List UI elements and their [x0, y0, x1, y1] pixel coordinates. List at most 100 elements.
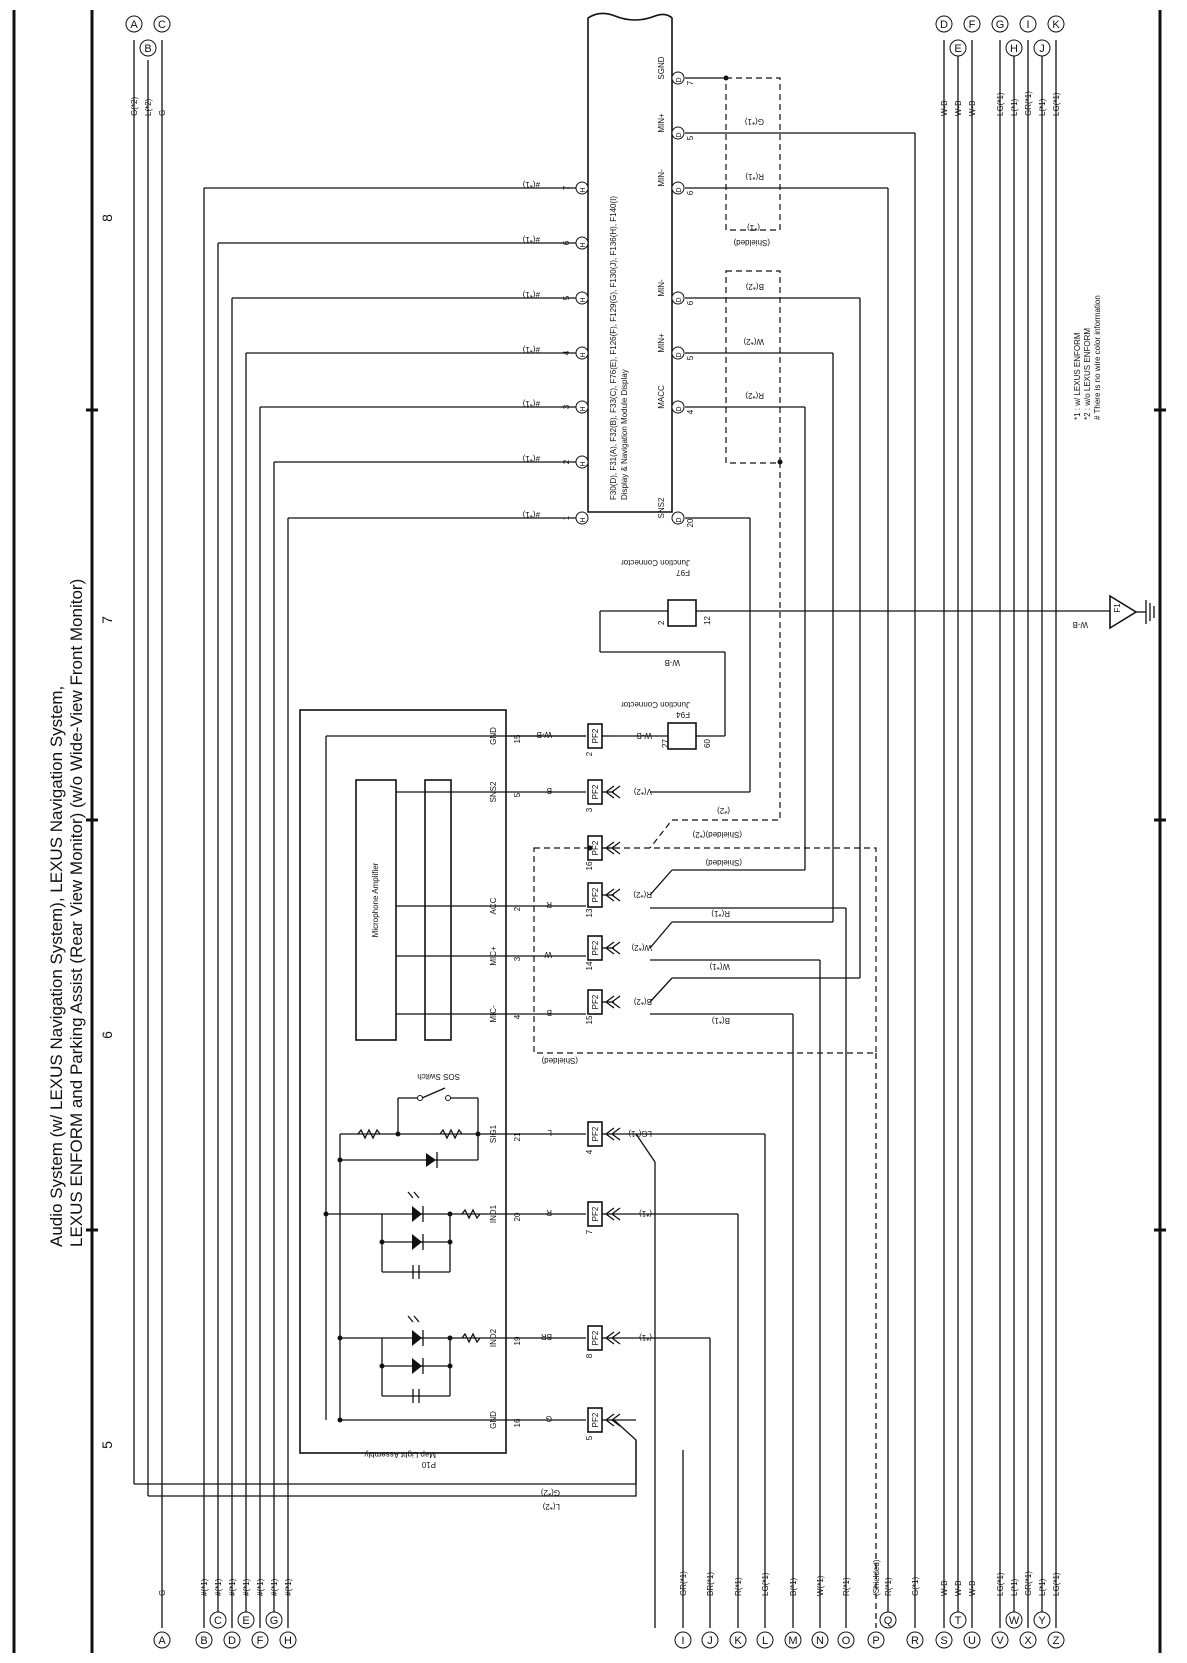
display-pin-wire: B(*2) [745, 282, 764, 291]
map-pin-num: 3 [513, 956, 522, 961]
display-pin-conn: D [676, 77, 683, 82]
top-connector-wire: LG(*1) [996, 92, 1005, 116]
top-connector-id: I [1026, 19, 1029, 31]
bottom-connector: AG [153, 1590, 171, 1649]
bottom-connector: SW-B [935, 1581, 953, 1649]
display-pin [671, 181, 685, 195]
shield-label-1-note: (*1) [747, 223, 760, 232]
display-left-pin-wire: #(*1) [522, 235, 540, 244]
bottom-connector-wire: #(*1) [228, 1578, 237, 1596]
top-connector-id: D [940, 19, 948, 31]
bottom-connector-id: M [788, 1635, 797, 1647]
map-pin-num: 19 [513, 1336, 522, 1345]
display-left-pin-conn: H [580, 187, 587, 192]
display-pin-wire: R(*1) [745, 172, 764, 181]
bottom-connector-wire: G(*1) [911, 1577, 920, 1596]
top-connector-id: B [144, 43, 151, 55]
svg-text:SOS Switch: SOS Switch [417, 1072, 460, 1081]
bottom-connector-id: R [911, 1635, 919, 1647]
display-module: F30(D), F31(A), F32(B), F33(C), F76(E), … [587, 12, 673, 513]
grid-number: 6 [99, 1031, 115, 1039]
display-left-pin-wire: #(*1) [522, 454, 540, 463]
bottom-connector: R G(*1) [906, 1577, 924, 1649]
shield-box-1 [725, 77, 781, 231]
top-connector-id: E [954, 43, 961, 55]
pf2-label: PF2 [591, 1126, 600, 1141]
bottom-connector-id: O [842, 1635, 851, 1647]
top-connector-wire: LG(*1) [1052, 92, 1061, 116]
bottom-connector-id: V [996, 1635, 1004, 1647]
display-pin-name: SNS2 [657, 497, 666, 518]
svg-text:W-B: W-B [665, 658, 680, 667]
bottom-connector-id: E [242, 1615, 249, 1627]
svg-text:(Shielded): (Shielded) [733, 238, 770, 247]
pf2-label: PF2 [591, 728, 600, 743]
internal-circuit [323, 735, 506, 1423]
top-connector-id: A [130, 19, 138, 31]
bottom-connector: D#(*1) [223, 1578, 241, 1649]
grid-number: 5 [99, 1441, 115, 1449]
display-right-pins: D7SGNDD5MIN+G(*1)D6MIN-R(*1)D6MIN-B(*2)D… [657, 56, 764, 527]
map-pin-num: 4 [513, 1014, 522, 1019]
bottom-connectors: AGB#(*1)C#(*1)D#(*1)E#(*1)F#(*1)G#(*1)H#… [153, 1559, 1065, 1649]
bottom-connector-id: F [257, 1635, 264, 1647]
display-pin [671, 126, 685, 140]
notes: *1 : w/ LEXUS ENFORM *2 : w/o LEXUS ENFO… [1073, 295, 1102, 420]
bottom-connector: NW(*1) [811, 1575, 829, 1649]
top-connector-id: F [969, 19, 976, 31]
pf2-pin: 16 [585, 861, 594, 870]
display-pin-num: 6 [686, 190, 695, 195]
top-connector: KLG(*1) [1047, 15, 1065, 116]
pf2-pin: 2 [585, 751, 594, 756]
bottom-connector-id: Z [1053, 1635, 1060, 1647]
svg-text:60: 60 [703, 739, 712, 748]
bottom-connector: UW-B [963, 1581, 981, 1649]
bottom-connector-id: T [955, 1615, 962, 1627]
pf2-label: PF2 [591, 940, 600, 955]
junction-f94: F94 Junction Connector 27 60 [621, 700, 712, 750]
bottom-connector: B#(*1) [195, 1578, 213, 1649]
top-connector-id: G [996, 19, 1005, 31]
right-bus [943, 40, 1057, 1628]
junction-f97: F97 Junction Connector 2 12 [621, 558, 712, 627]
top-connector: AG(*2) [125, 15, 143, 116]
bottom-connector: WL(*1) [1005, 1578, 1023, 1629]
bottom-connector-wire: GR(*1) [1024, 1571, 1033, 1596]
display-pin [671, 71, 685, 85]
bottom-connector: M B(*1) [784, 1577, 802, 1649]
pf2-label: PF2 [591, 1330, 600, 1345]
top-connector: CG [153, 15, 171, 116]
svg-text:F97: F97 [676, 568, 690, 577]
bottom-connector-wire: #(*1) [200, 1578, 209, 1596]
bottom-connector-id: S [940, 1635, 947, 1647]
bottom-connector-wire: W(*1) [816, 1575, 825, 1596]
bottom-connector-wire: B(*1) [789, 1577, 798, 1596]
grid-number: 8 [99, 214, 115, 222]
junction-wiring: W-B W-B F1 [599, 594, 1155, 737]
sos-switch: SOS Switch [397, 1072, 479, 1134]
wire-labels: G(*2)L(*2) [541, 1488, 560, 1511]
title-line-1: Audio System (w/ LEXUS Navigation System… [47, 686, 66, 1247]
pf2-pin: 7 [585, 1229, 594, 1234]
display-pin-name: MACC [657, 385, 666, 409]
pf2-wire: B(*2) [633, 997, 652, 1006]
bottom-connector-id: A [158, 1635, 166, 1647]
bottom-connector: JBR(*1) [701, 1572, 719, 1649]
bottom-connector-wire: #(*1) [242, 1578, 251, 1596]
pf2-pin: 14 [585, 961, 594, 970]
display-pin-conn: D [676, 406, 683, 411]
bottom-connector: XGR(*1) [1019, 1571, 1037, 1649]
display-left-pin-wire: #(*1) [522, 399, 540, 408]
top-connector-wire: L(*1) [1010, 98, 1019, 116]
map-pin-wire: G [546, 1414, 552, 1423]
shield-label-2: (Shielded)(*2) [692, 830, 742, 839]
map-light-name: Map Light Assembly [364, 1450, 436, 1459]
svg-text:Junction Connector: Junction Connector [621, 700, 690, 709]
map-pin-num: 20 [513, 1212, 522, 1221]
